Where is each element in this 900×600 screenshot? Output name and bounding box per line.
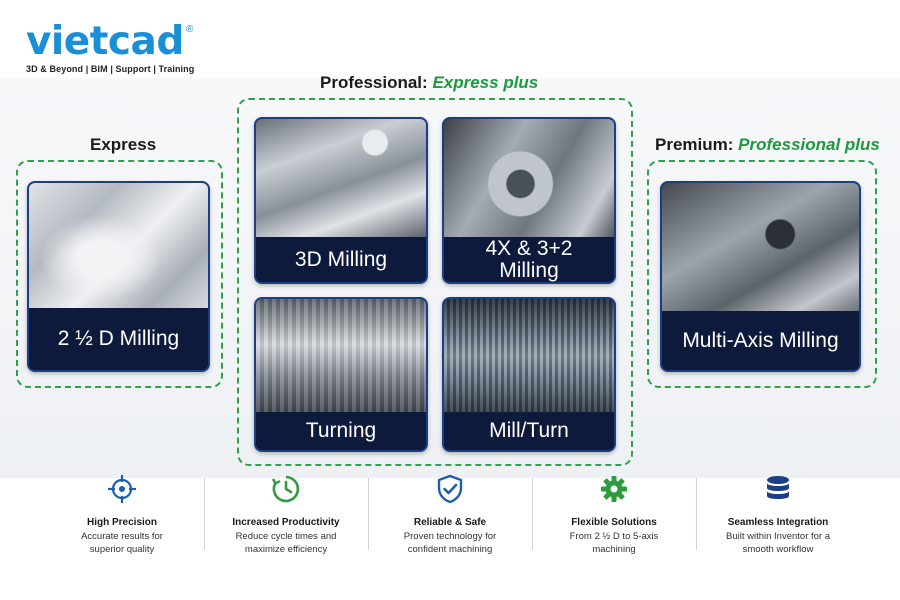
- express-title: Express: [90, 135, 156, 155]
- feature-high-precision: High Precision Accurate results for supe…: [40, 470, 204, 555]
- feature-divider: [696, 478, 697, 550]
- feature-divider: [368, 478, 369, 550]
- card-mill-turn[interactable]: Mill/Turn: [442, 297, 616, 452]
- card-image-2-5d-milling: [29, 183, 208, 308]
- crosshair-icon: [108, 475, 136, 503]
- feature-desc-line: machining: [592, 544, 636, 555]
- registered-mark: ®: [186, 24, 194, 35]
- feature-desc-line: Built within Inventor for a: [725, 531, 831, 542]
- shield-check-icon: [437, 474, 463, 504]
- card-image-3d-milling: [256, 119, 426, 237]
- feature-desc-line: From 2 ½ D to 5-axis: [569, 531, 659, 542]
- feature-strip: High Precision Accurate results for supe…: [40, 470, 860, 555]
- feature-desc-line: Proven technology for: [403, 531, 497, 542]
- gear-icon: [601, 476, 627, 502]
- feature-desc: Proven technology for confident machinin…: [368, 530, 532, 556]
- feature-flexible-solutions: Flexible Solutions From 2 ½ D to 5-axis …: [532, 470, 696, 555]
- express-frame: [16, 160, 223, 388]
- premium-title-accent: Professional plus: [738, 135, 880, 154]
- card-2-5d-milling[interactable]: 2 ½ D Milling: [27, 181, 210, 372]
- logo-tagline: 3D & Beyond | BIM | Support | Training: [26, 64, 195, 74]
- feature-divider: [532, 478, 533, 550]
- feature-desc: Accurate results for superior quality: [40, 530, 204, 556]
- feature-title: Flexible Solutions: [571, 517, 657, 528]
- card-4x-milling[interactable]: 4X & 3+2 Milling: [442, 117, 616, 284]
- card-label-4x-line1: 4X & 3+2: [485, 236, 573, 260]
- clock-icon: [271, 475, 300, 503]
- premium-title-text: Premium:: [655, 135, 734, 154]
- logo-wordmark: vietcad: [26, 19, 184, 64]
- vietcad-logo[interactable]: vietcad ® 3D & Beyond | BIM | Support | …: [26, 19, 195, 75]
- professional-title-text: Professional:: [320, 73, 428, 92]
- card-label-3d-milling: 3D Milling: [256, 237, 426, 282]
- premium-frame: [647, 160, 877, 388]
- card-label-2-5d-milling: 2 ½ D Milling: [29, 308, 208, 370]
- card-label-turning: Turning: [256, 412, 426, 450]
- card-label-multi-axis-milling: Multi-Axis Milling: [662, 311, 859, 370]
- feature-title: High Precision: [86, 517, 157, 528]
- feature-reliable-safe: Reliable & Safe Proven technology for co…: [368, 470, 532, 555]
- feature-desc: Reduce cycle times and maximize efficien…: [204, 530, 368, 556]
- feature-desc: From 2 ½ D to 5-axis machining: [532, 530, 696, 556]
- feature-desc-line: maximize efficiency: [244, 544, 328, 555]
- feature-desc-line: confident machining: [407, 544, 493, 555]
- feature-increased-productivity: Increased Productivity Reduce cycle time…: [204, 470, 368, 555]
- database-icon: [767, 476, 789, 499]
- card-image-mill-turn: [444, 299, 614, 412]
- feature-desc: Built within Inventor for a smooth workf…: [696, 530, 860, 556]
- card-label-mill-turn: Mill/Turn: [444, 412, 614, 450]
- feature-desc-line: smooth workflow: [742, 544, 814, 555]
- card-turning[interactable]: Turning: [254, 297, 428, 452]
- professional-title-accent: Express plus: [432, 73, 539, 92]
- feature-title: Increased Productivity: [232, 517, 340, 528]
- feature-title: Reliable & Safe: [413, 517, 487, 528]
- premium-title: Premium: Professional plus: [655, 135, 880, 155]
- card-multi-axis-milling[interactable]: Multi-Axis Milling: [660, 181, 861, 372]
- card-image-turning: [256, 299, 426, 412]
- feature-seamless-integration: Seamless Integration Built within Invent…: [696, 470, 860, 555]
- feature-desc-line: Accurate results for: [81, 531, 163, 542]
- card-3d-milling[interactable]: 3D Milling: [254, 117, 428, 284]
- feature-title: Seamless Integration: [727, 517, 829, 528]
- card-label-4x-milling: 4X & 3+2 Milling: [444, 237, 614, 282]
- professional-frame: [237, 98, 633, 466]
- professional-title: Professional: Express plus: [320, 73, 538, 93]
- feature-desc-line: superior quality: [89, 544, 155, 555]
- card-image-4x-milling: [444, 119, 614, 237]
- card-label-4x-line2: Milling: [499, 258, 559, 282]
- feature-divider: [204, 478, 205, 550]
- card-image-multi-axis-milling: [662, 183, 859, 311]
- feature-desc-line: Reduce cycle times and: [235, 531, 337, 542]
- express-title-text: Express: [90, 135, 157, 154]
